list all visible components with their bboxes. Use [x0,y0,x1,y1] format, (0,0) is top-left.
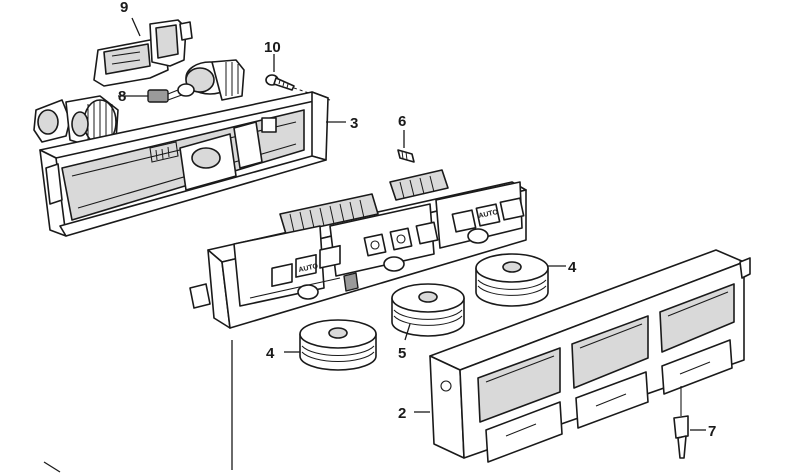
callouts: 9 10 8 3 6 4 5 4 2 7 [118,0,716,440]
callout-leaders [118,17,706,431]
part-4-knob-left[interactable] [299,319,377,371]
part-4-knob-right[interactable] [475,253,549,307]
callout-10: 10 [264,39,281,56]
control-panel-assembly[interactable]: AUTO AUTO [189,169,527,329]
callout-8: 8 [118,88,126,105]
corner-mark [43,461,61,473]
right-buttons: AUTO [451,197,525,233]
part-3-rear-housing[interactable] [39,91,329,237]
callout-3: 3 [350,115,358,132]
callout-2: 2 [398,405,406,422]
callout-9: 9 [120,0,128,16]
callout-4-left: 4 [266,345,275,362]
part-2-front-bezel[interactable] [429,249,751,463]
callout-6: 6 [398,113,406,130]
callout-4-right: 4 [568,259,577,276]
middle-buttons [363,221,439,257]
left-buttons: AUTO [271,244,341,288]
right-auto-label: AUTO [478,209,499,220]
part-7-pin[interactable] [673,386,689,459]
part-9-connector-clip[interactable] [93,19,193,87]
part-5-knob-center[interactable] [391,283,465,337]
part-8-bulb-holder[interactable] [33,95,119,149]
callout-5: 5 [398,345,406,362]
part-8-rotary-switch[interactable] [147,59,245,103]
callout-7: 7 [708,423,716,440]
part-6-bulb[interactable] [397,149,415,163]
left-auto-label: AUTO [298,263,319,274]
